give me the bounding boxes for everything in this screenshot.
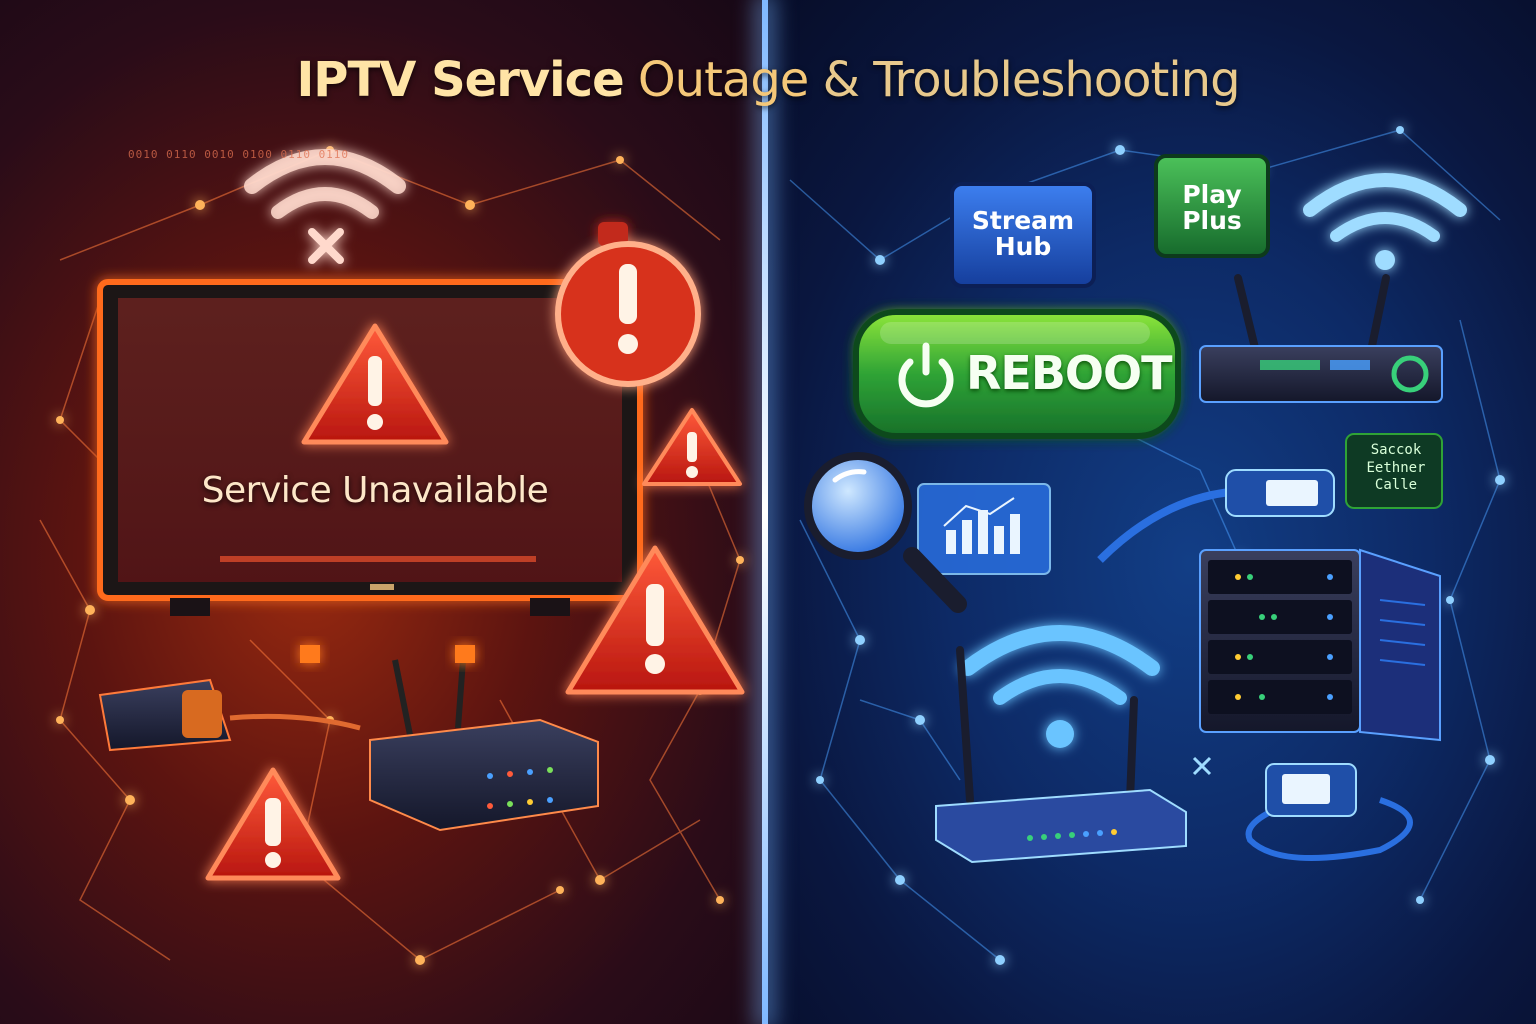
warning-icon — [301, 323, 449, 445]
title-part-2: Outage — [623, 52, 809, 108]
stream-hub-label: Stream Hub — [952, 206, 1094, 262]
reboot-label: REBOOT — [966, 346, 1172, 400]
bar-chart-icon — [917, 483, 1051, 575]
wifi-icon — [1303, 173, 1467, 270]
play-plus-line-1: Play — [1182, 180, 1242, 209]
binary-strip: 0010 0110 0010 0100 0110 0110 — [128, 148, 350, 161]
server-icon — [1199, 548, 1441, 742]
page-title: IPTV Service Outage & Troubleshooting — [0, 52, 1536, 108]
center-divider — [762, 0, 768, 1024]
play-plus-tile — [1154, 154, 1270, 258]
ethernet-cable-icon — [1192, 756, 1413, 861]
cable-label: Saccok Eethner Calle — [1352, 442, 1440, 495]
cable-label-line-3: Calle — [1374, 477, 1418, 493]
cable-label-line-1: Saccok — [1370, 442, 1422, 458]
warning-icon — [205, 767, 341, 881]
warning-icon — [565, 545, 745, 695]
router-icon — [300, 645, 599, 832]
wifi-icon — [960, 625, 1160, 748]
title-part-3: & Troubleshooting — [808, 52, 1241, 108]
cable-label-line-2: Eethner — [1366, 459, 1426, 476]
stream-hub-tile — [950, 182, 1096, 288]
set-top-box — [98, 678, 361, 752]
tv-error-message: Service Unavailable — [201, 470, 549, 511]
title-part-1: IPTV Service — [296, 52, 624, 108]
play-plus-line-2: Plus — [1182, 206, 1242, 236]
power-icon — [898, 342, 954, 408]
wifi-off-icon — [244, 149, 406, 264]
ethernet-cable-icon — [1097, 433, 1443, 563]
stream-hub-line-1: Stream — [971, 206, 1075, 235]
play-plus-label: Play Plus — [1156, 180, 1268, 236]
alert-circle-icon — [555, 222, 701, 387]
warning-icon — [642, 408, 742, 486]
stream-hub-line-2: Hub — [994, 232, 1052, 262]
router-icon — [1199, 274, 1443, 403]
router-icon — [935, 646, 1187, 864]
magnifier-icon — [804, 452, 967, 613]
